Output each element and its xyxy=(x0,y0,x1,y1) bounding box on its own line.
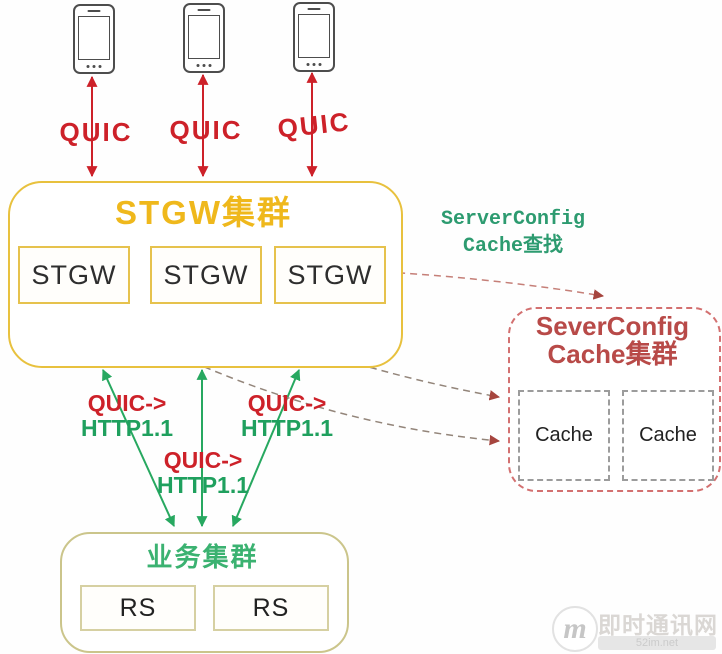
phone-speaker-icon xyxy=(87,10,101,12)
conversion-label-center: QUIC-> HTTP1.1 xyxy=(151,448,255,498)
phone-speaker-icon xyxy=(197,9,211,11)
quic-label-3: QUIC xyxy=(276,106,352,144)
phone-buttons-icon xyxy=(196,64,212,67)
smartphone-icon xyxy=(293,2,335,72)
watermark-logo-icon: m xyxy=(552,606,598,652)
cache-node-1: Cache xyxy=(518,390,610,481)
cache-title-line-1: SeverConfig xyxy=(535,311,690,341)
lookup-line-2: Cache查找 xyxy=(462,235,563,258)
rs-node-1: RS xyxy=(80,585,196,631)
quic-label-1: QUIC xyxy=(59,117,133,147)
phone-screen xyxy=(188,15,220,59)
conversion-from: QUIC-> xyxy=(163,447,243,473)
phone-buttons-icon xyxy=(86,65,102,68)
stgw-cluster-title: STGW集群 xyxy=(115,194,292,231)
phone-speaker-icon xyxy=(307,8,321,10)
conversion-to: HTTP1.1 xyxy=(240,415,334,441)
watermark-site-url: 52im.net xyxy=(598,636,716,650)
stgw-node-1: STGW xyxy=(18,246,130,304)
quic-label-2: QUIC xyxy=(169,115,243,145)
lookup-line-1: ServerConfig xyxy=(440,208,586,231)
conversion-to: HTTP1.1 xyxy=(156,472,250,498)
conversion-label-right: QUIC-> HTTP1.1 xyxy=(235,391,339,441)
smartphone-icon xyxy=(183,3,225,73)
stgw-node-2: STGW xyxy=(150,246,262,304)
rs-node-2: RS xyxy=(213,585,329,631)
smartphone-icon xyxy=(73,4,115,74)
watermark: m 即时通讯网 52im.net xyxy=(550,600,722,654)
phone-screen xyxy=(78,16,110,60)
phone-screen xyxy=(298,14,330,58)
conversion-label-left: QUIC-> HTTP1.1 xyxy=(75,391,179,441)
business-cluster-title: 业务集群 xyxy=(146,542,259,572)
phone-buttons-icon xyxy=(306,63,322,66)
cache-node-2: Cache xyxy=(622,390,714,481)
conversion-from: QUIC-> xyxy=(247,390,327,416)
cache-cluster-title: SeverConfig Cache集群 xyxy=(508,312,717,368)
cache-lookup-arrow-top xyxy=(384,267,605,300)
cache-title-line-2: Cache集群 xyxy=(547,339,678,369)
watermark-site-name: 即时通讯网 xyxy=(598,612,718,638)
conversion-from: QUIC-> xyxy=(87,390,167,416)
serverconfig-lookup-label: ServerConfig Cache查找 xyxy=(424,206,602,260)
conversion-to: HTTP1.1 xyxy=(80,415,174,441)
stgw-node-3: STGW xyxy=(274,246,386,304)
